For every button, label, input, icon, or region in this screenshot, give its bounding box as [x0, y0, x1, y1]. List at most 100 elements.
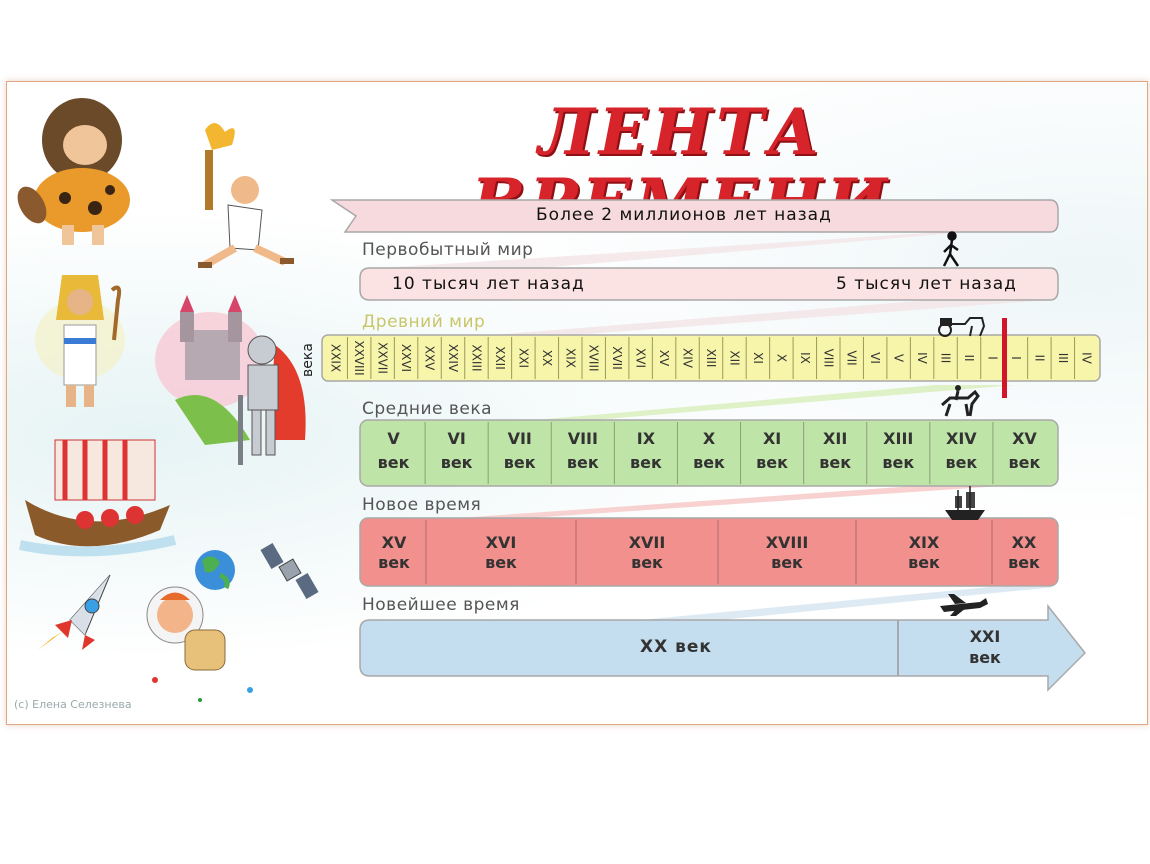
band3-side-label: века	[300, 343, 316, 377]
band4-vek: век	[882, 453, 914, 472]
band6-cell2-line2: век	[969, 648, 1001, 667]
satellite-icon	[260, 542, 319, 600]
pharaoh-icon	[35, 275, 125, 407]
band3-century-bc: IX	[798, 352, 812, 364]
band3-century-bc: IV	[915, 352, 929, 365]
knight-icon	[238, 335, 306, 465]
band2-label: Первобытный мир	[362, 240, 534, 260]
band1-text: Более 2 миллионов лет назад	[536, 205, 832, 225]
band5-century: XVII	[629, 533, 666, 552]
band4-vek: век	[756, 453, 788, 472]
horse-rider-icon	[941, 385, 980, 417]
band4-vek: век	[693, 453, 725, 472]
band4-vek: век	[441, 453, 473, 472]
greek-runner-icon	[198, 122, 294, 269]
illustrations	[17, 98, 319, 702]
band2-right-text: 5 тысяч лет назад	[836, 274, 1017, 294]
band6-cell1-text: XX век	[640, 637, 712, 657]
band4-label: Средние века	[362, 399, 493, 419]
band3-label: Древний мир	[362, 312, 486, 332]
band4-century: XII	[823, 429, 847, 448]
band4-vek: век	[504, 453, 536, 472]
sailing-ship-icon	[945, 486, 985, 520]
chariot-icon	[938, 317, 986, 337]
band3-century-bc: XXIII	[469, 344, 483, 371]
band3-century-bc: XV	[657, 350, 671, 367]
band4-century: XIV	[946, 429, 977, 448]
band3-century-ad: II	[1032, 354, 1046, 361]
band4-century: XI	[763, 429, 781, 448]
band4-vek: век	[630, 453, 662, 472]
band4-vek: век	[945, 453, 977, 472]
band3-century-bc: XXIV	[446, 344, 460, 373]
band3-century-bc: XVIII	[587, 344, 601, 371]
band3-century-bc: XXVI	[399, 344, 413, 372]
band3-century-bc: XXI	[516, 348, 530, 368]
band4-century: VII	[508, 429, 532, 448]
band3-century-bc: XII	[727, 350, 741, 365]
era-marker	[1002, 318, 1007, 398]
band6-arrow	[359, 603, 1087, 692]
band5-vek: век	[631, 553, 663, 572]
band5-century: XVIII	[766, 533, 809, 552]
band4-century: XV	[1012, 429, 1037, 448]
rocket-icon	[38, 574, 111, 650]
band4-century: XIII	[883, 429, 913, 448]
globe-icon	[195, 550, 235, 590]
band3-century-ad: IV	[1079, 352, 1093, 365]
band5-vek: век	[378, 553, 410, 572]
astronaut-icon	[146, 586, 253, 702]
band2-left-text: 10 тысяч лет назад	[392, 274, 585, 294]
band4-vek: век	[567, 453, 599, 472]
band3-century-bc: II	[962, 354, 976, 361]
band4-vek: век	[378, 453, 410, 472]
band4-vek: век	[819, 453, 851, 472]
band5-label: Новое время	[362, 495, 482, 515]
connectors	[380, 231, 1050, 336]
band3-century-bc: I	[985, 356, 999, 360]
credit: (c) Елена Селезнева	[14, 698, 132, 711]
band3-century-bc: VIII	[821, 349, 835, 368]
band5-century: XV	[382, 533, 407, 552]
band4-century: VIII	[568, 429, 598, 448]
band6-label: Новейшее время	[362, 595, 520, 615]
band3-century-ad: I	[1009, 356, 1023, 360]
band3-century-bc: XXIX	[329, 344, 343, 372]
band4-century: X	[703, 429, 716, 448]
band3-century-bc: XIX	[563, 348, 577, 368]
band2-ribbon	[359, 267, 1059, 301]
band3-century-bc: XX	[540, 350, 554, 366]
band3-century-bc: XXVII	[376, 342, 390, 374]
band5-vek: век	[1008, 553, 1040, 572]
band3-century-bc: XIV	[681, 348, 695, 369]
airplane-icon	[940, 594, 988, 616]
viking-ship-icon	[18, 439, 177, 557]
caveman-icon	[17, 98, 130, 245]
castle-icon	[155, 295, 265, 445]
band3-century-bc: XIII	[704, 349, 718, 368]
band1-ribbon	[329, 199, 1059, 233]
band4-ribbon	[359, 419, 1059, 487]
band3-century-bc: X	[774, 354, 788, 362]
band3-century-bc: V	[892, 354, 906, 363]
band6-cell2-line1: XXI	[969, 627, 1001, 646]
band4-century: IX	[637, 429, 656, 448]
band5-vek: век	[485, 553, 517, 572]
band5-century: XIX	[909, 533, 940, 552]
band5-ribbon	[359, 517, 1059, 587]
band4-century: VI	[447, 429, 465, 448]
band3-century-bc: XI	[751, 352, 765, 364]
band4-century: V	[387, 429, 400, 448]
band5-vek: век	[771, 553, 803, 572]
band3-century-bc: XVI	[634, 348, 648, 368]
band5-century: XVI	[486, 533, 517, 552]
band3-century-ad: III	[1056, 353, 1070, 364]
band3-century-bc: XXV	[423, 346, 437, 371]
band3-century-bc: III	[939, 353, 953, 364]
walking-man-icon	[942, 231, 960, 267]
band3-century-bc: VI	[868, 352, 882, 364]
